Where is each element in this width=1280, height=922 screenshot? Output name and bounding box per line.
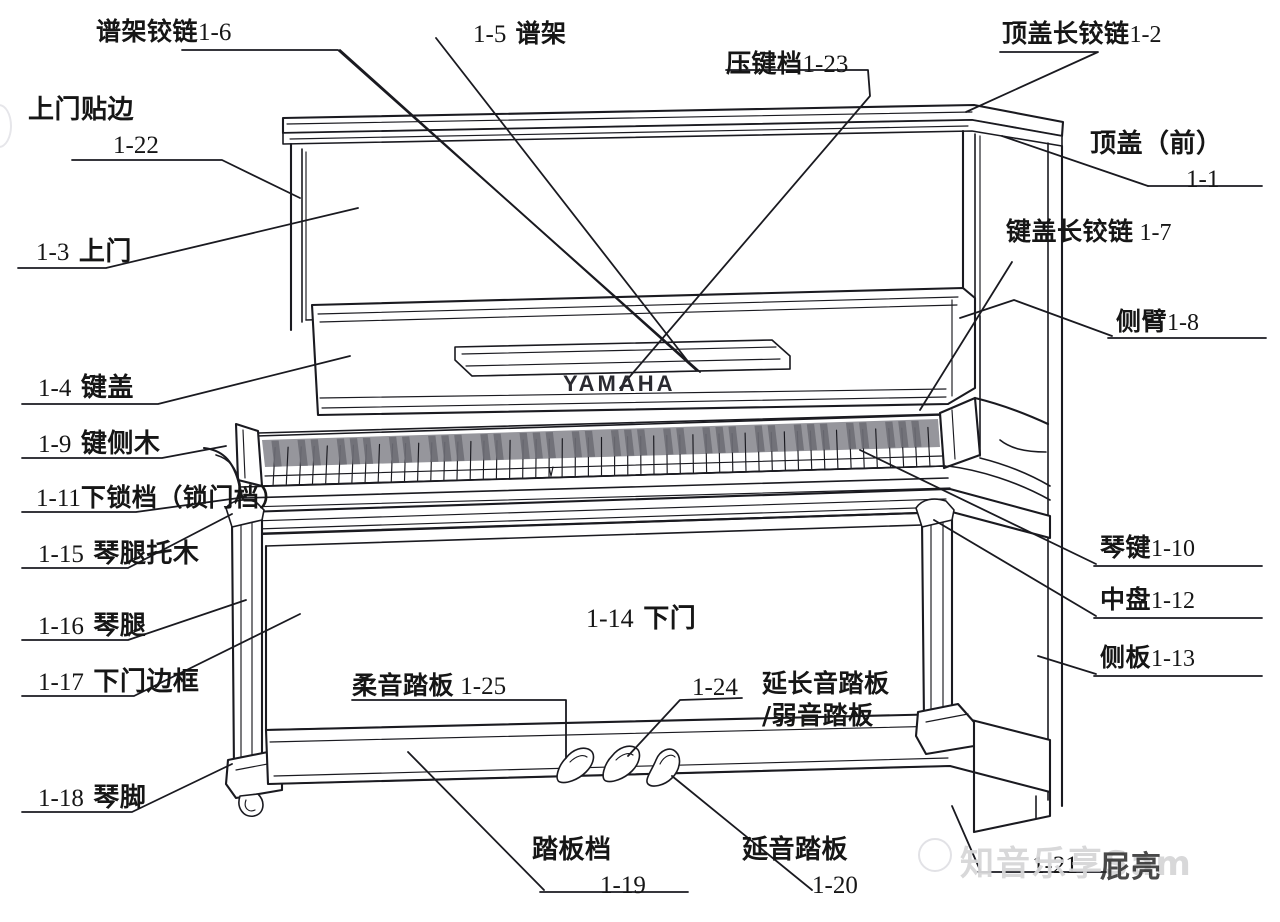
- callout-1-8-code: 1-8: [1167, 310, 1200, 336]
- callout-1-13-code: 1-13: [1151, 646, 1196, 672]
- callout-1-6-name: 谱架铰链: [96, 17, 199, 46]
- callout-1-6-code: 1-6: [198, 19, 232, 46]
- callout-1-2-name: 顶盖长铰链: [1002, 19, 1130, 48]
- callout-1-24-line1: 延长音踏板: [762, 669, 890, 698]
- callout-1-22-code: 1-22: [113, 132, 159, 159]
- callout-1-11-code: 1-11: [36, 485, 81, 512]
- callout-1-7-name: 键盖长铰链: [1006, 217, 1134, 246]
- callout-1-10-code: 1-10: [1151, 536, 1196, 562]
- callout-1-17-name: 下门边框: [93, 667, 200, 697]
- callout-1-15: 1-15 琴腿托木: [38, 539, 200, 569]
- callout-1-8: 侧臂1-8: [1116, 308, 1199, 337]
- callout-1-22-name: 上门贴边: [28, 95, 135, 125]
- callout-1-5-name: 谱架: [515, 19, 567, 48]
- callout-1-19-code: 1-19: [600, 872, 646, 899]
- callout-1-4: 1-4 键盖: [38, 373, 134, 403]
- callout-1-18-code: 1-18: [38, 785, 84, 812]
- callout-1-24-code: 1-24: [692, 674, 738, 701]
- callout-1-1: 顶盖（前）: [1090, 129, 1223, 159]
- callout-1-9: 1-9 键侧木: [38, 429, 161, 459]
- callout-1-8-name: 侧臂: [1116, 307, 1168, 336]
- callout-1-16: 1-16 琴腿: [38, 611, 147, 641]
- callout-1-17: 1-17 下门边框: [38, 667, 200, 697]
- watermark-text: 知音乐享Sam: [960, 844, 1193, 884]
- callout-1-2-code: 1-2: [1129, 22, 1162, 48]
- leader-lines: [17, 37, 1267, 893]
- top-lid-group: [281, 103, 1065, 147]
- watermark-overlay-text: 屁亮: [1100, 850, 1162, 885]
- callout-1-21-code: 1-21: [1032, 852, 1078, 879]
- callout-1-3: 1-3 上门: [36, 237, 132, 267]
- callout-1-14: 1-14 下门: [586, 604, 696, 634]
- callout-1-23-name: 压键档: [726, 49, 803, 78]
- callout-1-4-code: 1-4: [38, 375, 72, 402]
- callout-1-13: 侧板1-13: [1100, 644, 1195, 673]
- callout-1-19-name: 踏板档: [532, 835, 612, 865]
- callout-1-5: 1-5 谱架: [473, 20, 567, 49]
- callout-1-14-name: 下门: [643, 604, 697, 634]
- callout-1-13-name: 侧板: [1100, 643, 1152, 672]
- callout-1-22: 上门贴边: [28, 95, 135, 125]
- callout-1-25-name: 柔音踏板: [352, 671, 455, 700]
- callout-1-25: 柔音踏板 1-25: [352, 672, 506, 701]
- callout-1-3-name: 上门: [78, 237, 132, 267]
- callout-1-1-name: 顶盖（前）: [1090, 129, 1223, 159]
- brand-plate-area: [319, 388, 947, 399]
- callout-1-5-code: 1-5: [473, 21, 507, 48]
- callout-1-12-code: 1-12: [1151, 588, 1196, 614]
- yamaha-logo: YAMAHA: [563, 371, 676, 396]
- callout-1-20: 延音踏板: [742, 835, 849, 865]
- callout-1-11-name: 下锁档（锁门档）: [80, 483, 285, 512]
- callout-1-9-name: 键侧木: [80, 429, 161, 459]
- callout-1-12: 中盘1-12: [1100, 586, 1195, 615]
- callout-1-24: 延长音踏板 /弱音踏板: [762, 668, 890, 732]
- callout-1-7-code: 1-7: [1139, 220, 1172, 246]
- callout-1-17-code: 1-17: [38, 669, 84, 696]
- callout-1-6: 谱架铰链1-6: [96, 18, 231, 47]
- callout-1-20-code: 1-20: [812, 872, 858, 899]
- callout-1-25-code: 1-25: [460, 673, 507, 700]
- callout-1-1-code: 1-1: [1186, 166, 1220, 193]
- callout-1-16-name: 琴腿: [93, 611, 147, 641]
- callout-1-12-name: 中盘: [1100, 585, 1152, 614]
- callout-1-4-name: 键盖: [80, 373, 134, 403]
- callout-1-19: 踏板档: [532, 835, 612, 865]
- callout-1-18: 1-18 琴脚: [38, 783, 147, 813]
- callout-1-9-code: 1-9: [38, 431, 72, 458]
- keybed-board-group: [244, 487, 1052, 540]
- callout-1-7: 键盖长铰链 1-7: [1006, 218, 1172, 247]
- callout-1-3-code: 1-3: [36, 239, 70, 266]
- watermark-logo-icon: [918, 838, 952, 872]
- callout-1-14-code: 1-14: [586, 604, 634, 633]
- callout-1-24-line2: /弱音踏板: [762, 701, 874, 730]
- callout-1-16-code: 1-16: [38, 613, 84, 640]
- music-desk-group: [454, 339, 791, 377]
- callout-1-20-name: 延音踏板: [742, 835, 849, 865]
- pedals-group: [556, 745, 681, 787]
- callout-1-2: 顶盖长铰链1-2: [1002, 20, 1162, 49]
- callout-1-23: 压键档1-23: [726, 50, 848, 79]
- right-leg-group: [914, 498, 1052, 834]
- callout-1-18-name: 琴脚: [93, 783, 147, 813]
- side-arm-group: [947, 315, 1051, 501]
- key-slip-group: [202, 446, 951, 514]
- callout-1-10: 琴键1-10: [1100, 534, 1195, 563]
- callout-1-15-name: 琴腿托木: [93, 539, 200, 569]
- callout-1-23-code: 1-23: [802, 51, 849, 78]
- callout-1-15-code: 1-15: [38, 541, 84, 568]
- callout-1-11: 1-11下锁档（锁门档）: [36, 484, 285, 513]
- callout-1-10-name: 琴键: [1100, 533, 1152, 562]
